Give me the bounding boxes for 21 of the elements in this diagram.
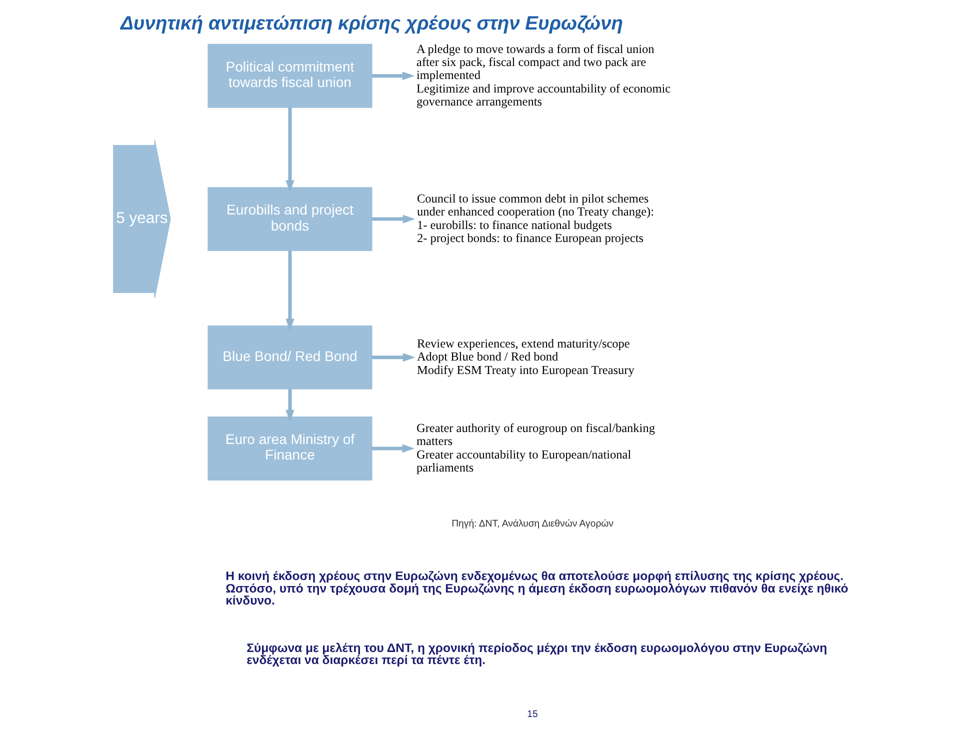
label: 5 years	[116, 210, 168, 227]
arrow	[286, 250, 294, 332]
node-box: Eurobills and project bonds	[208, 187, 372, 252]
diagram-title: Δυνητική αντιμετώπιση κρίσης χρέους στην Ευρωζώνη	[120, 14, 624, 35]
arrow	[372, 72, 415, 80]
label: Η κοινή έκδοση χρέους στην Ευρωζώνη ενδεχομένως θα αποτελούσε μορφή επίλυσης της κρίσης χρέους. Ωστόσο, υπό την τρέχουσα δομή της Ευρωζώνης η άμεση έκδοση ευρωομολόγων πιθανόν θα ενείχε ηθικό κίνδυνο.	[226, 569, 848, 608]
arrow	[286, 389, 294, 422]
node-box: Political commitment towards fiscal union	[208, 44, 372, 108]
node-text: Greater authority of eurogroup on fiscal/banking matters Greater accountability to European/national parliaments	[416, 421, 655, 474]
arrow	[372, 353, 416, 362]
arrow	[372, 214, 416, 224]
label: Πηγή: ΔΝΤ, Ανάλυση Διεθνών Αγορών	[452, 518, 614, 530]
node-box: Blue Bond/ Red Bond	[208, 325, 372, 390]
arrow	[286, 107, 294, 193]
node-text: A pledge to move towards a form of fiscal union after six pack, fiscal compact and two pack are implemented Legitimize and improve accountability of economic governance arrangements	[416, 42, 671, 108]
node-text: Council to issue common debt in pilot schemes under enhanced cooperation (no Treaty change): 1- eurobills: to finance national budgets 2- project bonds: to finance European projects	[416, 192, 654, 246]
node-text: Review experiences, extend maturity/scope Adopt Blue bond / Red bond Modify ESM Treaty into European Treasury	[416, 336, 634, 377]
arrow	[372, 444, 415, 453]
label: 15	[527, 709, 538, 720]
label: Σύμφωνα με μελέτη του ΔΝΤ, η χρονική περίοδος μέχρι την έκδοση ευρωομολόγου στην Ευρωζώνη ενδέχεται να διαρκέσει περί τα πέντε έτη.	[246, 640, 828, 668]
node-box: Euro area Ministry of Finance	[208, 416, 372, 480]
